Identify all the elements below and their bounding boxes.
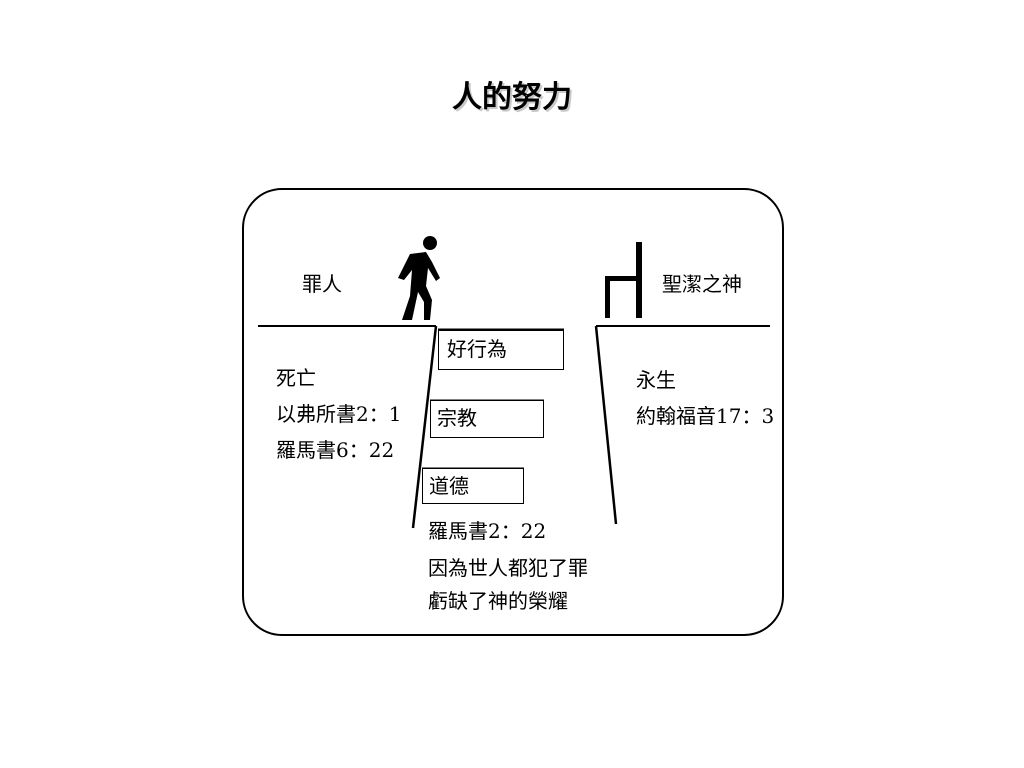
verse-text: 因為世人都犯了罪 虧缺了神的榮耀 bbox=[428, 552, 588, 618]
walking-person-icon bbox=[398, 236, 440, 320]
sinner-label: 罪人 bbox=[302, 272, 342, 296]
eternal-life-label: 永生 bbox=[636, 368, 676, 392]
good-deeds-label: 好行為 bbox=[447, 337, 507, 361]
verse-line-1: 因為世人都犯了罪 bbox=[428, 556, 588, 580]
slide-title: 人的努力 bbox=[452, 80, 572, 115]
verse-line-2: 虧缺了神的榮耀 bbox=[428, 589, 568, 613]
morality-label: 道德 bbox=[429, 474, 469, 498]
holy-god-label: 聖潔之神 bbox=[662, 272, 742, 296]
left-ref-1: 以弗所書2：1 bbox=[276, 402, 402, 426]
good-deeds-block: 好行為 bbox=[438, 330, 564, 370]
death-label: 死亡 bbox=[276, 366, 316, 390]
verse-ref: 羅馬書2：22 bbox=[428, 519, 547, 543]
religion-block: 宗教 bbox=[430, 400, 544, 438]
left-ref-2: 羅馬書6：22 bbox=[276, 438, 395, 462]
right-ref-1: 約翰福音17：3 bbox=[636, 404, 775, 428]
right-cliff-edge bbox=[594, 325, 618, 525]
left-cliff-edge bbox=[411, 325, 438, 529]
religion-label: 宗教 bbox=[437, 406, 477, 430]
morality-block: 道德 bbox=[422, 468, 524, 504]
chair-icon bbox=[605, 242, 642, 318]
